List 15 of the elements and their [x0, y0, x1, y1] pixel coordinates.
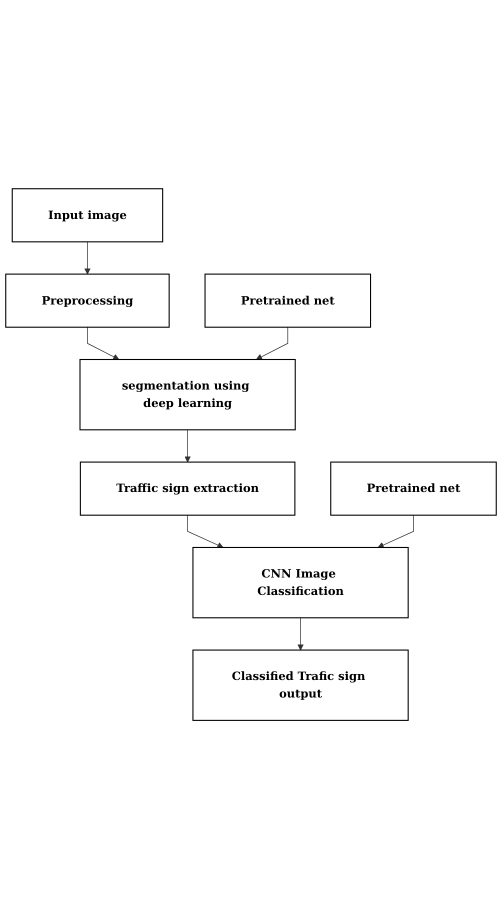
node-box: segmentation using deep learning: [79, 358, 296, 430]
arrow: [256, 326, 288, 360]
node-box: Pretrained net: [330, 462, 497, 516]
arrow: [184, 429, 191, 462]
node-box: Classified Trafic sign output: [192, 649, 409, 721]
node-box: Traffic sign extraction: [80, 462, 296, 516]
arrow: [84, 241, 91, 274]
node-box: Preprocessing: [5, 274, 170, 328]
node-box: CNN Image Classification: [192, 546, 409, 618]
arrow: [378, 514, 414, 548]
arrow: [297, 617, 304, 650]
node-box: Input image: [12, 188, 164, 242]
node-box: Pretrained net: [204, 274, 372, 328]
arrow: [187, 514, 224, 548]
arrow: [87, 326, 120, 360]
